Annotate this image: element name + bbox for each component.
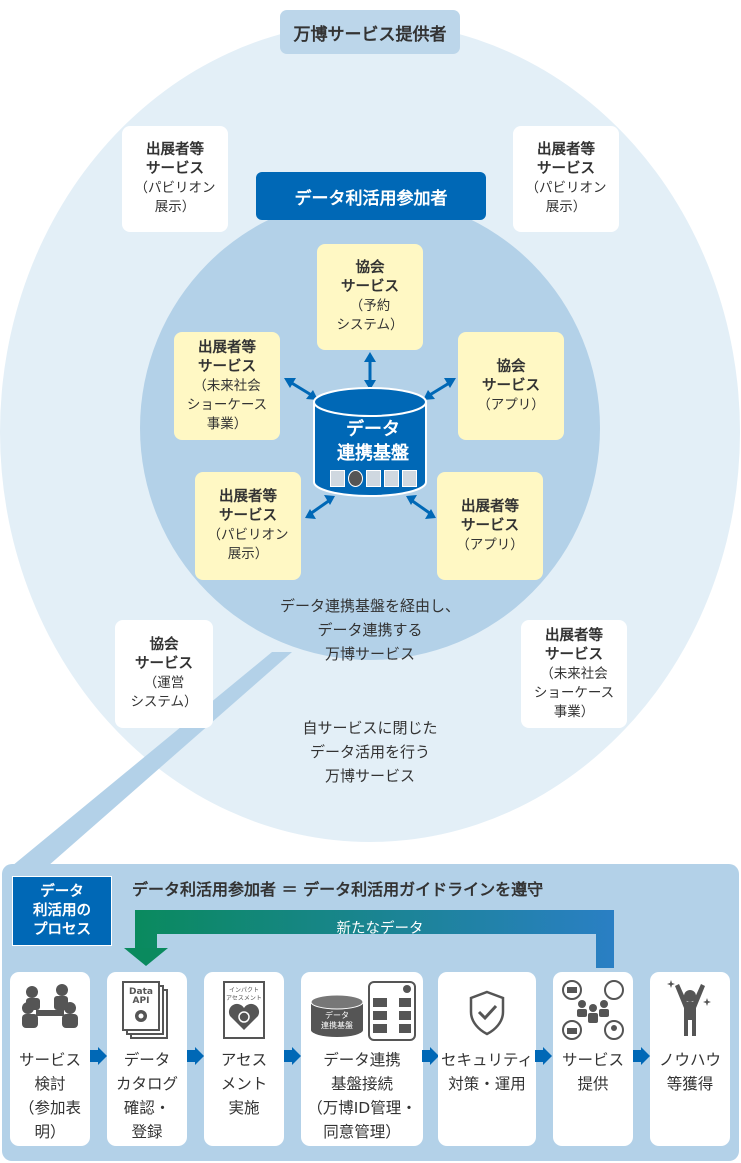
connection-arrows <box>284 352 456 519</box>
step-label: データ連携 基盤接続 （万博ID管理・ 同意管理） <box>307 1051 417 1141</box>
outer-service-box: 出展者等 サービス（パビリオン 展示） <box>122 126 228 232</box>
step-arrow-icon <box>187 1047 204 1065</box>
data-platform-icons <box>323 470 423 487</box>
inner-service-box: 出展者等 サービス （アプリ） <box>437 472 543 580</box>
box-subtitle: （運営 システム） <box>130 675 198 710</box>
inner-service-box: 協会 サービス （アプリ） <box>458 332 564 440</box>
success-person-icon <box>667 980 711 1036</box>
step-arrow-icon <box>633 1047 650 1065</box>
impact-assessment-icon: インパクト アセスメント <box>223 981 265 1039</box>
step-label: サービス 提供 <box>561 1051 624 1093</box>
box-subtitle: （予約 システム） <box>336 298 404 333</box>
svg-text:連携基盤: 連携基盤 <box>321 1020 353 1030</box>
bar-chart-icon <box>329 470 345 487</box>
arrow-upper-left <box>289 380 314 398</box>
platform-connection-icon: データ 連携基盤 <box>310 981 416 1041</box>
data-participant-label: データ利活用参加者 <box>256 172 486 220</box>
svg-text:アセスメント: アセスメント <box>226 995 262 1002</box>
box-title: 出展者等 サービス <box>146 142 204 177</box>
outer-caption: 自サービスに閉じた データ活用を行う 万博サービス <box>302 719 438 785</box>
box-subtitle: （パビリオン 展示） <box>525 180 607 215</box>
arrow-upper-right <box>427 380 452 398</box>
svg-text:データ: データ <box>325 1010 349 1020</box>
process-step: インパクト アセスメント アセス メント 実施 <box>204 972 284 1146</box>
box-title: 協会 サービス <box>134 637 193 672</box>
box-subtitle: （未来社会 ショーケース 事業） <box>186 377 268 432</box>
meeting-people-icon <box>22 984 78 1028</box>
box-subtitle: （アプリ） <box>477 396 545 413</box>
inner-caption: データ連携基盤を経由し、 データ連携する 万博サービス <box>279 597 460 663</box>
process-step: サービス 提供 <box>553 972 633 1146</box>
box-subtitle: （未来社会 ショーケース 事業） <box>533 665 615 720</box>
step-label: アセス メント 実施 <box>220 1051 268 1117</box>
process-tag: データ 利活用の プロセス <box>12 876 112 946</box>
data-platform-label: データ 連携基盤 <box>337 419 409 464</box>
step-arrow-icon <box>535 1047 552 1065</box>
step-label: セキュリティ 対策・運用 <box>440 1051 534 1093</box>
box-title: 出展者等 サービス <box>537 142 595 177</box>
step-arrow-icon <box>90 1047 107 1065</box>
arrow-lower-right <box>410 498 432 516</box>
data-api-document-icon: Data API <box>122 981 168 1039</box>
box-title: 出展者等 サービス <box>197 339 256 375</box>
outer-service-box: 協会 サービス（運営 システム） <box>115 620 213 728</box>
svg-text:Data: Data <box>129 987 153 997</box>
box-title: 出展者等 サービス <box>544 627 603 663</box>
box-title: 出展者等 サービス <box>219 489 277 524</box>
shield-check-icon <box>469 990 505 1036</box>
service-provider-label: 万博サービス提供者 <box>280 10 460 54</box>
process-step: サービス 検討 （参加表明） <box>10 972 90 1146</box>
box-title: 協会 サービス <box>340 260 399 295</box>
step-label: サービス 検討 （参加表明） <box>18 1051 81 1141</box>
callout-wedge <box>12 652 292 866</box>
outer-service-box: 出展者等 サービス（パビリオン 展示） <box>513 126 619 232</box>
pie-chart-icon <box>347 470 363 487</box>
step-arrow-icon <box>284 1047 301 1065</box>
process-step: データ 連携基盤 データ連携 基盤接続 （万博ID管理・ 同意管理） <box>301 972 423 1146</box>
step-label: データ カタログ 確認・ 登録 <box>115 1051 178 1141</box>
clipboard-icon <box>365 470 381 487</box>
step-label: ノウハウ 等獲得 <box>658 1051 721 1093</box>
form-icon <box>401 470 417 487</box>
inner-service-box: 出展者等 サービス（未来社会 ショーケース 事業） <box>174 332 280 440</box>
process-step: セキュリティ 対策・運用 <box>438 972 536 1146</box>
service-network-icon <box>562 980 624 1040</box>
box-title: 協会 サービス <box>482 358 540 394</box>
svg-text:API: API <box>133 996 150 1006</box>
box-title: 出展者等 サービス <box>461 498 519 534</box>
inner-service-box: 協会 サービス（予約 システム） <box>317 244 423 350</box>
documents-icon <box>383 470 399 487</box>
process-heading: データ利活用参加者 ＝ データ利活用ガイドラインを遵守 <box>132 880 544 899</box>
box-subtitle: （パビリオン 展示） <box>134 180 216 215</box>
new-data-label: 新たなデータ <box>336 921 424 937</box>
arrow-lower-left <box>309 498 331 516</box>
svg-text:インパクト: インパクト <box>229 987 259 994</box>
box-subtitle: （アプリ） <box>456 536 524 553</box>
process-step: ノウハウ 等獲得 <box>650 972 730 1146</box>
step-arrow-icon <box>422 1047 439 1065</box>
process-step: Data API データ カタログ 確認・ 登録 <box>107 972 187 1146</box>
inner-service-box: 出展者等 サービス（パビリオン 展示） <box>195 472 301 580</box>
outer-service-box: 出展者等 サービス（未来社会 ショーケース 事業） <box>521 620 627 728</box>
box-subtitle: （パビリオン 展示） <box>207 527 289 562</box>
